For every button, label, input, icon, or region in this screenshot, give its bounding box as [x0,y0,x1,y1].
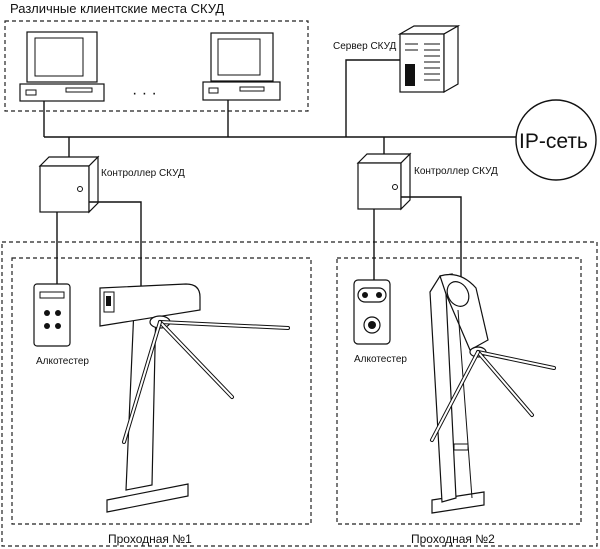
workstation-1 [19,31,105,102]
workstations-label: Различные клиентские места СКУД [10,1,224,16]
passage-2-label: Проходная №2 [411,532,495,546]
workstation-2 [202,32,281,101]
controller-2-label: Контроллер СКУД [414,166,498,177]
passage-1-label: Проходная №1 [108,532,192,546]
alcotester-1-label: Алкотестер [36,356,89,367]
turnstile-1-icon [99,283,290,513]
server-icon [397,24,461,94]
ip-network-label: IP-сеть [519,130,588,153]
controller-1-label: Контроллер СКУД [101,168,185,179]
passages-frame [1,241,598,547]
passage-1-group [11,257,312,525]
controller-2-wires [373,196,462,280]
ellipsis-label: · · · [132,85,157,102]
ip-network-circle [515,99,597,181]
alcotester-1-icon [33,283,71,347]
alcotester-2-icon [353,279,391,345]
controller-1-wires [56,201,142,288]
server-label: Сервер СКУД [333,41,397,52]
alcotester-2-label: Алкотестер [354,354,407,365]
turnstile-2-icon [429,273,556,514]
passage-2-group [336,257,582,525]
controller-1-icon [38,155,100,214]
controller-2-icon [356,152,412,211]
network-lines [43,59,519,157]
